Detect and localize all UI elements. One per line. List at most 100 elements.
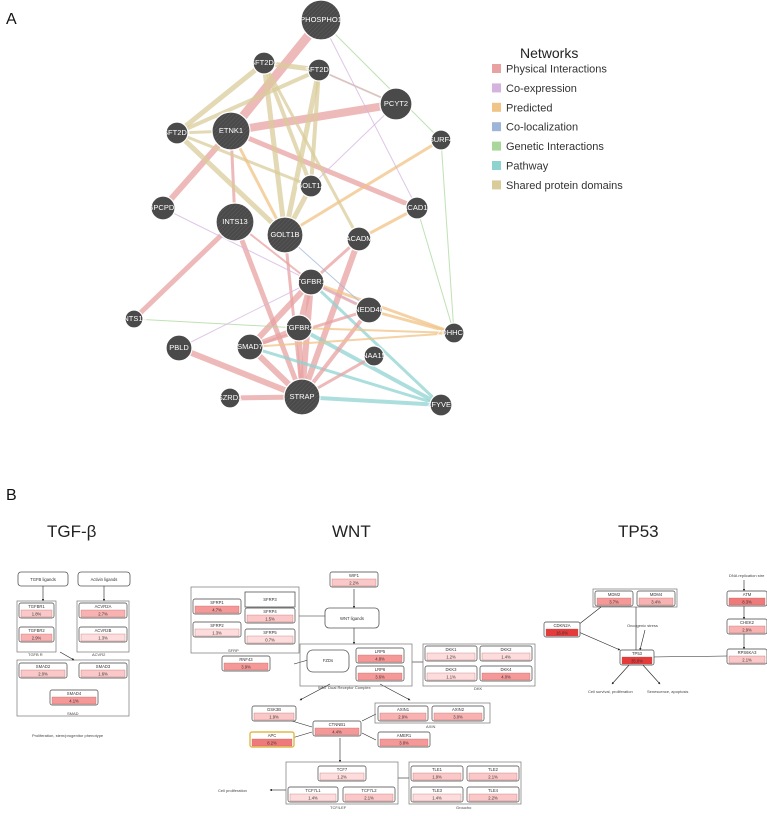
title-tgf: TGF-β: [47, 522, 97, 541]
gene-box-smad2[interactable]: SMAD2 2.0%: [18, 662, 68, 679]
node-sft2d1[interactable]: SFT2D1: [163, 121, 191, 145]
node-label: GOLT1A: [296, 181, 325, 190]
node-sft2d3[interactable]: SFT2D3: [305, 58, 333, 82]
node-circle: [236, 333, 264, 361]
node-phospho1[interactable]: PHOSPHO1: [300, 0, 342, 41]
gene-value: 2.0%: [38, 672, 48, 677]
node-sft2d2[interactable]: SFT2D2: [250, 51, 278, 75]
gene-value: 3.0%: [453, 715, 463, 720]
senescence-label: Senescence, apoptosis: [647, 689, 688, 694]
node-ints14[interactable]: INTS14: [121, 309, 147, 329]
edge-acad10-zdhhc17: [416, 207, 455, 334]
node-circle: [355, 296, 383, 324]
node-etnk1[interactable]: ETNK1: [211, 111, 251, 151]
node-acadm[interactable]: ACADM: [345, 226, 373, 252]
node-smad7[interactable]: SMAD7: [236, 333, 264, 361]
gene-name: TLE2: [488, 767, 499, 772]
node-label: SFT2D1: [163, 128, 191, 137]
node-golt1a[interactable]: GOLT1A: [296, 174, 326, 198]
node-pcyt2[interactable]: PCYT2: [379, 87, 413, 121]
node-gpcpd1[interactable]: GPCPD1: [148, 195, 179, 221]
node-ints13[interactable]: INTS13: [215, 202, 255, 242]
edge-smad7-zfyve9: [248, 345, 443, 407]
gene-value: 1.6%: [98, 672, 108, 677]
edge-acadm-strap: [299, 236, 362, 400]
gene-name: TLE1: [432, 767, 443, 772]
gene-name: TCF7: [337, 767, 348, 772]
node-szrd1[interactable]: SZRD1: [218, 387, 243, 409]
node-label: TGFBR1: [296, 277, 326, 286]
tle-group: [408, 761, 522, 805]
gene-value: 2.9%: [398, 715, 408, 720]
edge-strap-zfyve9: [300, 395, 443, 407]
node-tgfbr1[interactable]: TGFBR1: [296, 268, 326, 296]
gene-name: ACVR2B: [95, 628, 112, 633]
node-surf4[interactable]: SURF4: [429, 129, 454, 151]
node-pbld[interactable]: PBLD: [165, 334, 193, 362]
smad-group-label: SMAD: [67, 711, 79, 716]
node-tgfbr2[interactable]: TGFBR2: [284, 314, 314, 342]
wnt-ligands-box: [324, 607, 380, 629]
node-strap[interactable]: STRAP: [283, 378, 321, 416]
gene-value: 1.5%: [265, 617, 275, 622]
node-zdhhc17[interactable]: ZDHHC17: [437, 322, 472, 344]
node-label: ZDHHC17: [437, 328, 472, 337]
node-zfyve9[interactable]: ZFYVE9: [427, 393, 455, 417]
gene-name: ACVR2A: [95, 604, 112, 609]
legend-item-label: Predicted: [506, 102, 552, 114]
edge-pbld-strap: [176, 345, 305, 400]
mdm-group: [592, 588, 678, 608]
edge-tgfbr2-zdhhc17: [298, 327, 455, 334]
gene-name: SMAD2: [36, 664, 51, 669]
node-golt1b[interactable]: GOLT1B: [266, 216, 304, 254]
cell-proliferation-label: Cell proliferation: [218, 788, 247, 793]
node-naa15[interactable]: NAA15: [362, 345, 386, 367]
node-acad10[interactable]: ACAD10: [402, 196, 432, 220]
edge-golt1b-nedd4l: [284, 234, 370, 311]
node-nedd4l[interactable]: NEDD4L: [354, 296, 384, 324]
legend-item-label: Co-expression: [506, 83, 577, 95]
edge-ints13-strap: [232, 219, 305, 400]
gene-name: TCF7L2: [361, 788, 377, 793]
node-label: TGFBR2: [284, 323, 314, 332]
